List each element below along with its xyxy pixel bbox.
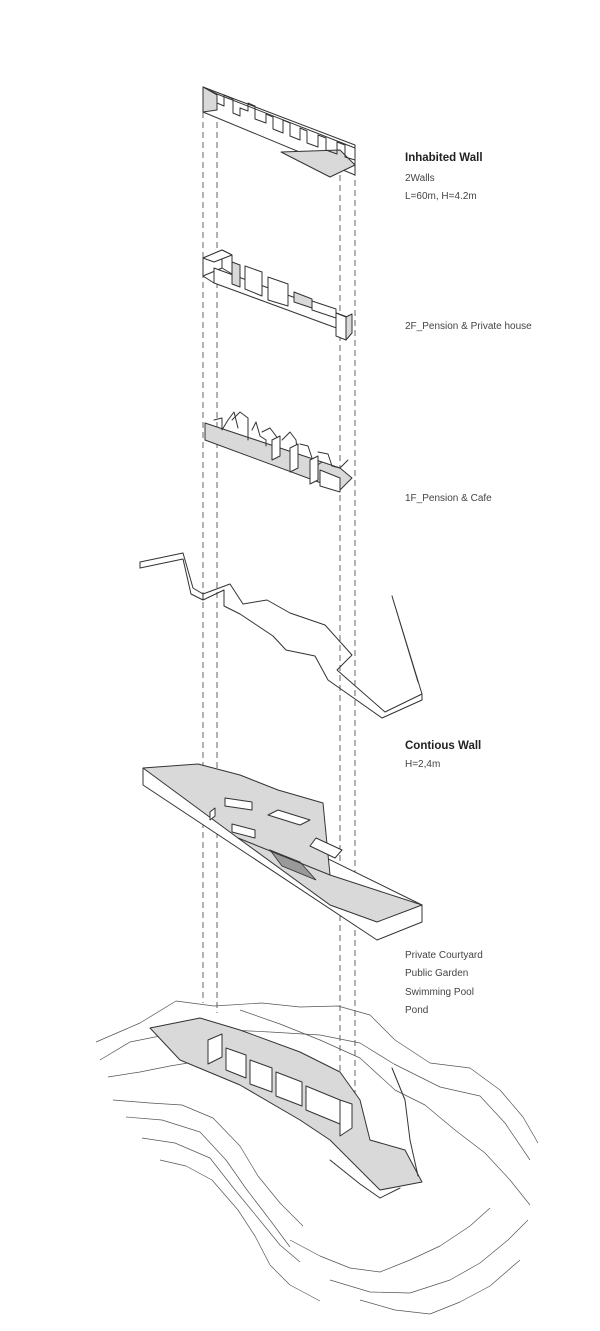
- inhabited-wall-layer: [202, 86, 356, 178]
- landscape-item-swimming-pool: Swimming Pool: [405, 987, 474, 998]
- inhabited-wall-dimensions: L=60m, H=4.2m: [405, 191, 477, 202]
- second-floor-layer: [202, 249, 353, 341]
- contious-wall-layer: [139, 552, 423, 719]
- landscape-item-private-courtyard: Private Courtyard: [405, 950, 483, 961]
- ground-plate-layer: [142, 763, 423, 941]
- inhabited-wall-count: 2Walls: [405, 173, 435, 184]
- first-floor-label: 1F_Pension & Cafe: [405, 493, 492, 504]
- contious-wall-title: Contious Wall: [405, 740, 482, 752]
- landscape-item-public-garden: Public Garden: [405, 968, 469, 979]
- second-floor-label: 2F_Pension & Private house: [405, 321, 532, 332]
- inhabited-wall-title: Inhabited Wall: [405, 152, 483, 164]
- landscape-item-pond: Pond: [405, 1005, 429, 1016]
- first-floor-layer: [204, 411, 353, 493]
- contious-wall-height: H=2,4m: [405, 759, 441, 770]
- site-topography: [95, 1000, 539, 1315]
